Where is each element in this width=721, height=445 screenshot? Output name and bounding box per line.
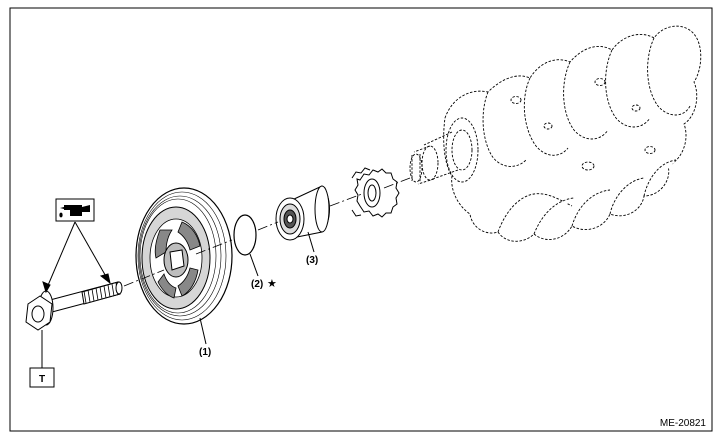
assembly-axis xyxy=(123,177,411,287)
part-label-pulley: (1) xyxy=(199,347,211,358)
star-icon: ★ xyxy=(267,278,277,290)
part-label-rotor: (3) xyxy=(306,255,318,266)
pulley-bolt xyxy=(25,281,123,331)
oil-pump-drive-rotor xyxy=(275,185,330,241)
figure-code: ME-20821 xyxy=(660,418,707,429)
leader-lines xyxy=(199,231,315,345)
crankshaft xyxy=(409,25,702,242)
crank-sprocket xyxy=(351,167,400,218)
diagram-frame xyxy=(9,7,713,432)
oil-can-icon xyxy=(55,198,95,222)
lubricate-arrows xyxy=(42,221,111,294)
o-ring xyxy=(233,214,257,256)
part-label-o-ring: (2) xyxy=(251,279,263,290)
crank-pulley xyxy=(135,187,233,325)
torque-box xyxy=(29,367,55,388)
torque-label: T xyxy=(39,374,45,385)
